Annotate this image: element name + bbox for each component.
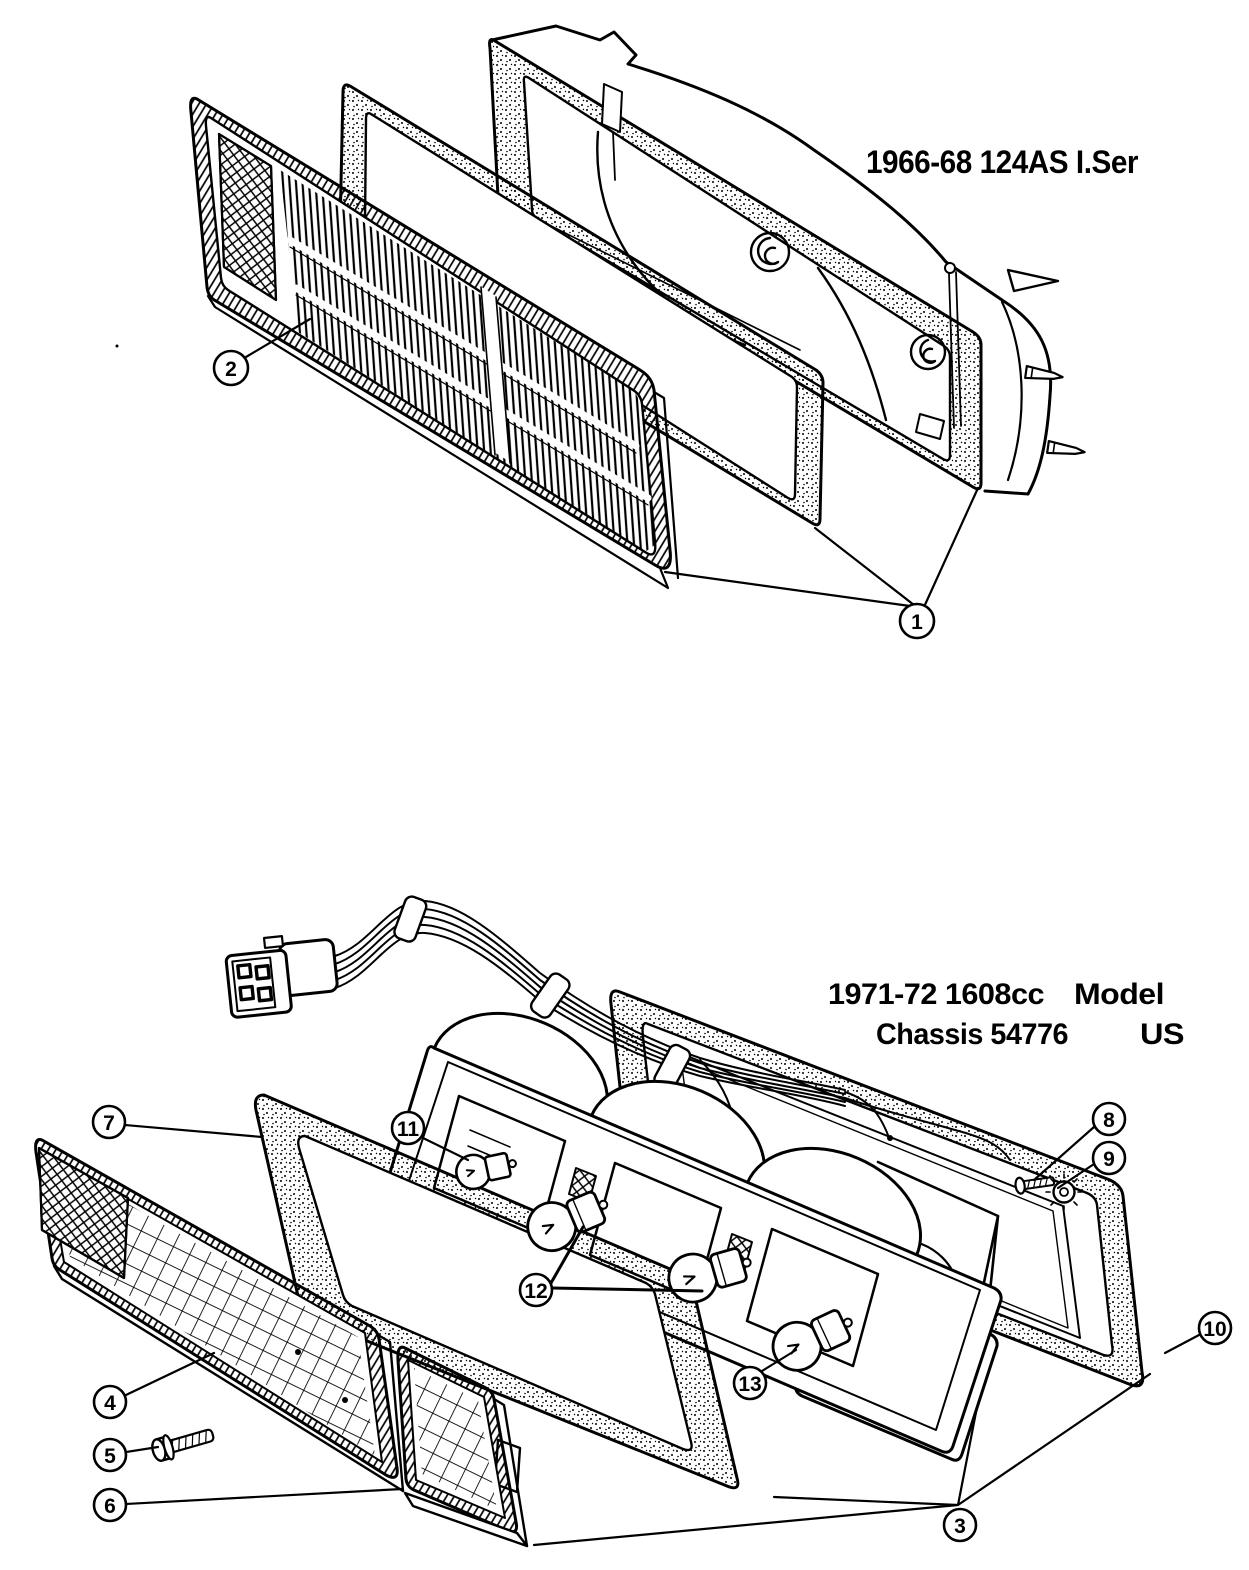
diagram-bottom-title-year: 1971-72 1608cc [828,978,1044,1011]
callout-8-label: 8 [1103,1109,1115,1132]
backup-lens [396,1345,529,1548]
callout-13: 13 [732,1365,768,1401]
callout-7: 7 [91,1104,127,1140]
diagram-bottom-title-model: Model [1074,978,1164,1011]
bulb-11 [455,1151,517,1191]
callout-6: 6 [92,1487,128,1523]
callout-1: 1 [898,602,936,640]
callout-3: 3 [942,1507,978,1543]
mounting-stud-top [1006,268,1060,293]
callout-1-label: 1 [911,611,923,634]
callout-12: 12 [518,1272,554,1308]
outer-lens-reflector-panel [37,1146,130,1280]
bulb-socket-right [909,333,947,371]
callout-11: 11 [390,1110,426,1146]
leader-lines-top [244,317,980,609]
outer-lens [34,1138,405,1493]
lock-nut-9 [1045,1173,1083,1211]
lens-side-face [206,294,670,590]
bulb-13 [771,1309,853,1372]
bulb-socket-left [749,231,791,273]
wiring-connector [224,935,339,1019]
callout-6-label: 6 [104,1495,116,1518]
callout-2: 2 [212,349,250,387]
diagram-top-124as: 2 1 1966-68 124AS I.Ser [115,24,1139,640]
diagram-bottom-1971-72: 7 11 8 9 10 4 5 6 [34,895,1233,1548]
diagram-top-title: 1966-68 124AS I.Ser [866,144,1138,180]
diagram-bottom-title-chassis: Chassis 54776 [876,1018,1068,1051]
lens-rib-area [280,170,655,552]
mounting-rod [944,262,962,429]
housing-gasket [338,83,825,527]
callout-2-label: 2 [225,358,237,381]
callout-13-label: 13 [738,1373,761,1396]
lens-reflector-panel [217,132,278,302]
wiring-harness [334,895,1011,1161]
mounting-stud-bottom [1046,439,1086,455]
callout-9-label: 9 [1103,1148,1115,1171]
callout-10: 10 [1197,1310,1233,1346]
callout-4: 4 [92,1384,128,1420]
mounting-stud-mid [1024,364,1064,380]
harness-tape-2 [529,972,571,1019]
callout-12-label: 12 [524,1280,547,1303]
retainer-clip [915,413,945,440]
tail-lamp-housing-rim [488,38,983,491]
harness-tape-1 [393,895,428,943]
callout-4-label: 4 [104,1392,116,1415]
callout-8: 8 [1091,1101,1127,1137]
diagram-bottom-title-market: US [1140,1018,1184,1051]
tail-lamp-housing-body [490,24,1086,496]
scan-artifact [115,344,119,348]
leader-lines-bottom [123,1123,1201,1547]
callout-7-label: 7 [103,1112,115,1135]
callout-5-label: 5 [104,1445,116,1468]
callout-11-label: 11 [397,1118,420,1141]
bulb-12a [526,1190,609,1252]
callout-3-label: 3 [954,1515,966,1538]
callout-9: 9 [1091,1140,1127,1176]
callout-5: 5 [92,1437,128,1473]
tail-lamp-lens-ribbed [189,96,680,590]
callout-10-label: 10 [1203,1318,1226,1341]
screw-5 [151,1428,215,1462]
